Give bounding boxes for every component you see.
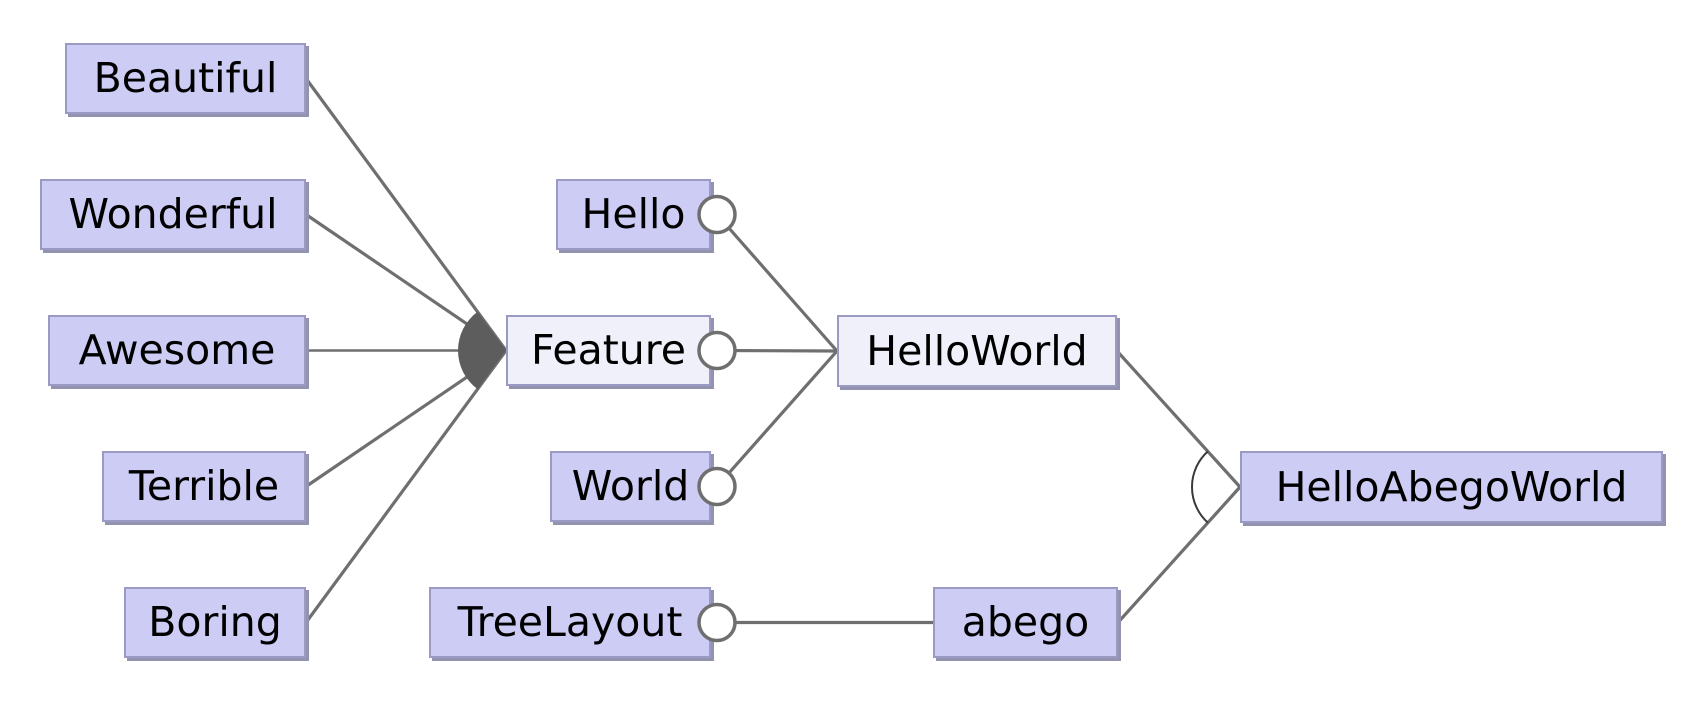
node-wonderful[interactable]: Wonderful bbox=[40, 179, 306, 250]
node-beautiful[interactable]: Beautiful bbox=[65, 43, 306, 114]
edge-beautiful-to-feature bbox=[304, 77, 508, 352]
node-terrible[interactable]: Terrible bbox=[102, 451, 306, 522]
edge-feature-to-helloworld bbox=[716, 348, 838, 353]
edge-helloworld-to-helloabegoworld bbox=[1115, 349, 1242, 489]
node-helloworld[interactable]: HelloWorld bbox=[837, 315, 1117, 387]
node-hello[interactable]: Hello bbox=[556, 179, 711, 250]
node-helloabegoworld[interactable]: HelloAbegoWorld bbox=[1240, 451, 1663, 523]
edge-abego-to-helloabegoworld bbox=[1116, 485, 1242, 624]
node-boring[interactable]: Boring bbox=[124, 587, 306, 658]
node-world[interactable]: World bbox=[550, 451, 711, 522]
node-treelayout[interactable]: TreeLayout bbox=[429, 587, 711, 658]
node-feature[interactable]: Feature bbox=[506, 315, 711, 386]
node-awesome[interactable]: Awesome bbox=[48, 315, 306, 386]
edge-wonderful-to-feature bbox=[305, 213, 507, 352]
edge-hello-to-helloworld bbox=[715, 213, 839, 353]
edge-boring-to-feature bbox=[304, 349, 508, 624]
node-abego[interactable]: abego bbox=[933, 587, 1118, 658]
edge-terrible-to-feature bbox=[305, 349, 507, 488]
edge-world-to-helloworld bbox=[715, 349, 839, 488]
